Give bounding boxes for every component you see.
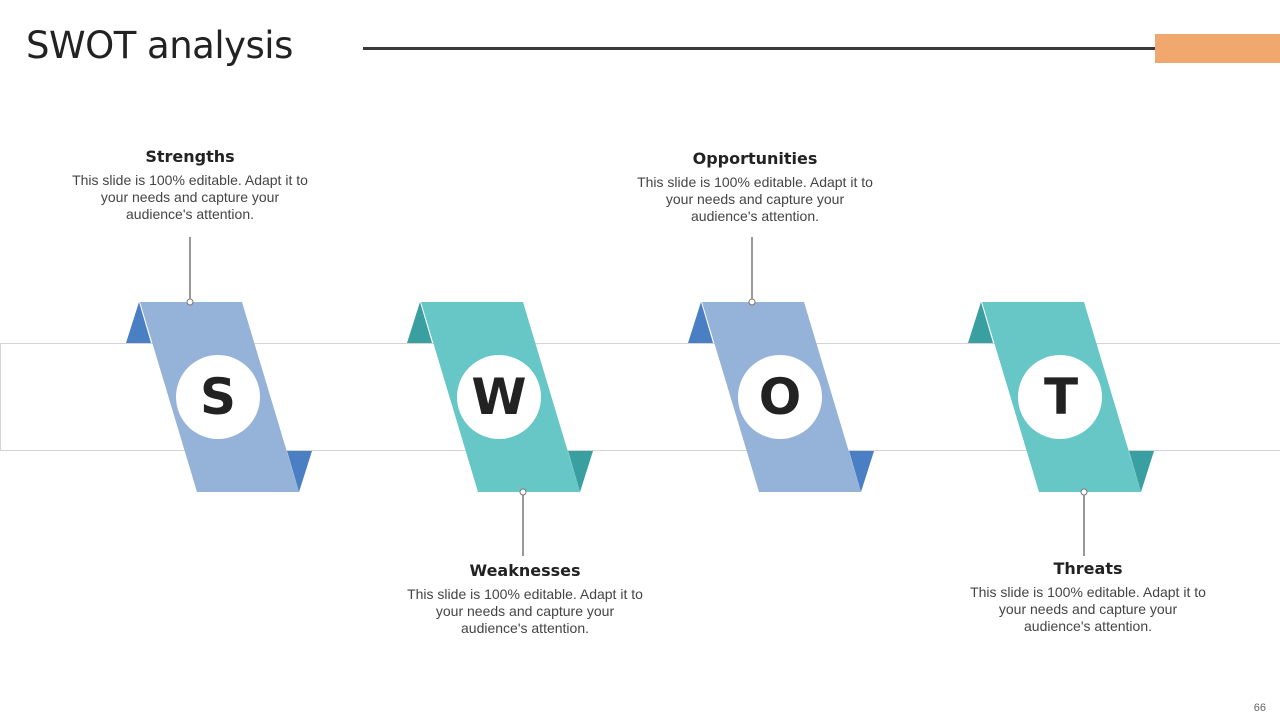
opportunities-circle (738, 355, 822, 439)
strengths-text: This slide is 100% editable. Adapt it to… (72, 172, 308, 222)
letter-o: O (758, 368, 802, 426)
title-divider (363, 47, 1156, 50)
threats-fold-bottom (1129, 451, 1154, 492)
opportunities-text: This slide is 100% editable. Adapt it to… (637, 174, 873, 224)
page-number: 66 (1253, 702, 1266, 714)
opportunities-block: Opportunities This slide is 100% editabl… (635, 149, 875, 225)
strengths-circle (176, 355, 260, 439)
letter-t: T (1043, 368, 1079, 426)
strengths-block: Strengths This slide is 100% editable. A… (70, 147, 310, 223)
weaknesses-text: This slide is 100% editable. Adapt it to… (407, 586, 643, 636)
strengths-fold-bottom (287, 451, 312, 492)
accent-bar (1155, 34, 1280, 63)
weaknesses-fold-top (407, 302, 432, 343)
opportunities-fold-bottom (849, 451, 874, 492)
letter-s: S (199, 368, 236, 426)
strengths-heading: Strengths (145, 147, 235, 166)
threats-connector-dot (1080, 488, 1088, 496)
weaknesses-circle (457, 355, 541, 439)
threats-heading: Threats (1053, 559, 1123, 578)
weaknesses-connector-dot (519, 488, 527, 496)
threats-block: Threats This slide is 100% editable. Ada… (968, 559, 1208, 635)
letter-w: W (471, 368, 527, 426)
weaknesses-block: Weaknesses This slide is 100% editable. … (405, 561, 645, 637)
weaknesses-fold-bottom (568, 451, 593, 492)
strengths-connector-dot (186, 298, 194, 306)
threats-text: This slide is 100% editable. Adapt it to… (970, 584, 1206, 634)
threats-fold-top (968, 302, 993, 343)
strengths-fold-top (126, 302, 151, 343)
opportunities-heading: Opportunities (692, 149, 818, 168)
slide-title: SWOT analysis (26, 24, 293, 67)
threats-circle (1018, 355, 1102, 439)
opportunities-fold-top (688, 302, 713, 343)
weaknesses-heading: Weaknesses (469, 561, 581, 580)
opportunities-connector-dot (748, 298, 756, 306)
